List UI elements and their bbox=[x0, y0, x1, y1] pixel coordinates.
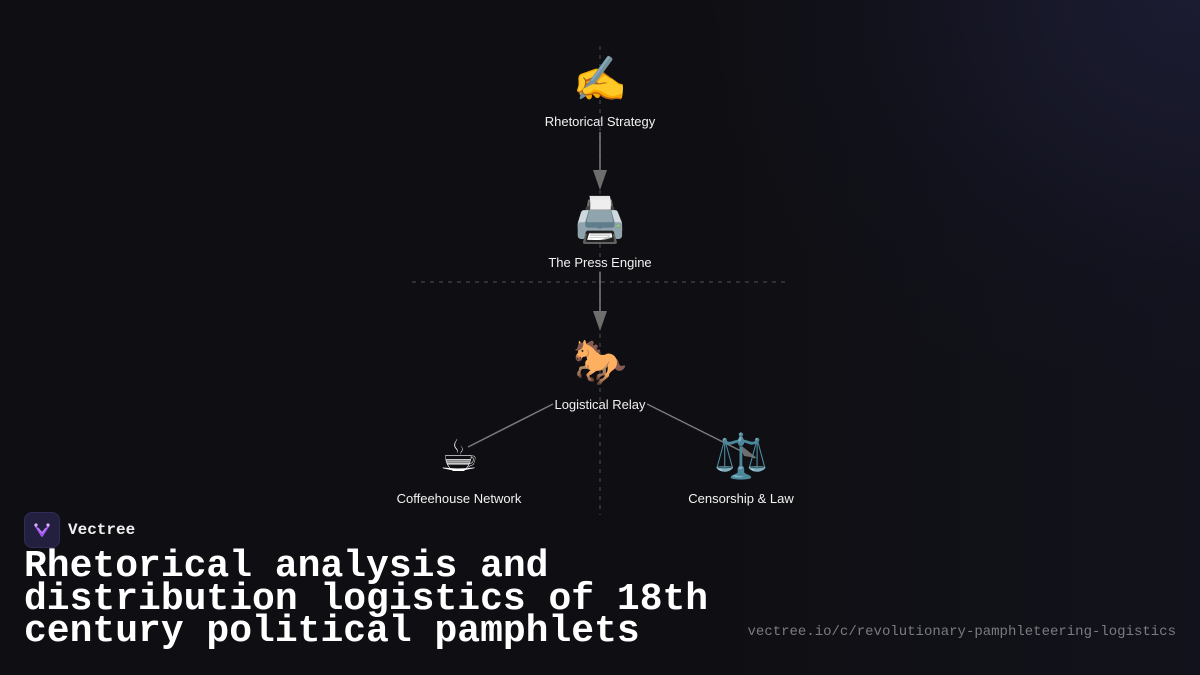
node-label: Censorship & Law bbox=[688, 491, 794, 506]
edge-press-to-relay-arrowhead bbox=[593, 311, 607, 331]
node-logistical-relay[interactable]: 🐎 Logistical Relay bbox=[490, 337, 710, 412]
node-censorship-law[interactable]: ⚖️ Censorship & Law bbox=[631, 431, 851, 506]
node-label: Coffeehouse Network bbox=[396, 491, 522, 506]
node-coffeehouse-network[interactable]: ☕ Coffeehouse Network bbox=[349, 431, 569, 506]
node-press-engine[interactable]: 🖨️ The Press Engine bbox=[490, 195, 710, 270]
node-rhetorical-strategy[interactable]: ✍️ Rhetorical Strategy bbox=[490, 54, 710, 129]
edge-relay-to-censorship-arrowhead bbox=[738, 443, 757, 458]
vectree-logo-icon bbox=[24, 512, 60, 548]
edge-relay-to-coffeehouse bbox=[467, 403, 554, 448]
edge-rhetorical-to-press-arrowhead bbox=[593, 170, 607, 190]
brand-name: Vectree bbox=[68, 521, 136, 539]
printer-icon: 🖨️ bbox=[572, 195, 628, 246]
page-title: Rhetorical analysis and distribution log… bbox=[24, 545, 709, 653]
edge-relay-to-censorship bbox=[646, 403, 756, 459]
coffee-cup-icon: ☕ bbox=[439, 431, 479, 482]
writing-hand-icon: ✍️ bbox=[572, 54, 628, 105]
node-label: Rhetorical Strategy bbox=[544, 114, 656, 129]
page-url[interactable]: vectree.io/c/revolutionary-pamphleteerin… bbox=[747, 624, 1176, 640]
node-label: The Press Engine bbox=[548, 255, 652, 270]
scales-icon: ⚖️ bbox=[713, 431, 769, 482]
node-label: Logistical Relay bbox=[554, 397, 646, 412]
horse-icon: 🐎 bbox=[572, 337, 628, 388]
brand[interactable]: Vectree bbox=[24, 512, 135, 548]
